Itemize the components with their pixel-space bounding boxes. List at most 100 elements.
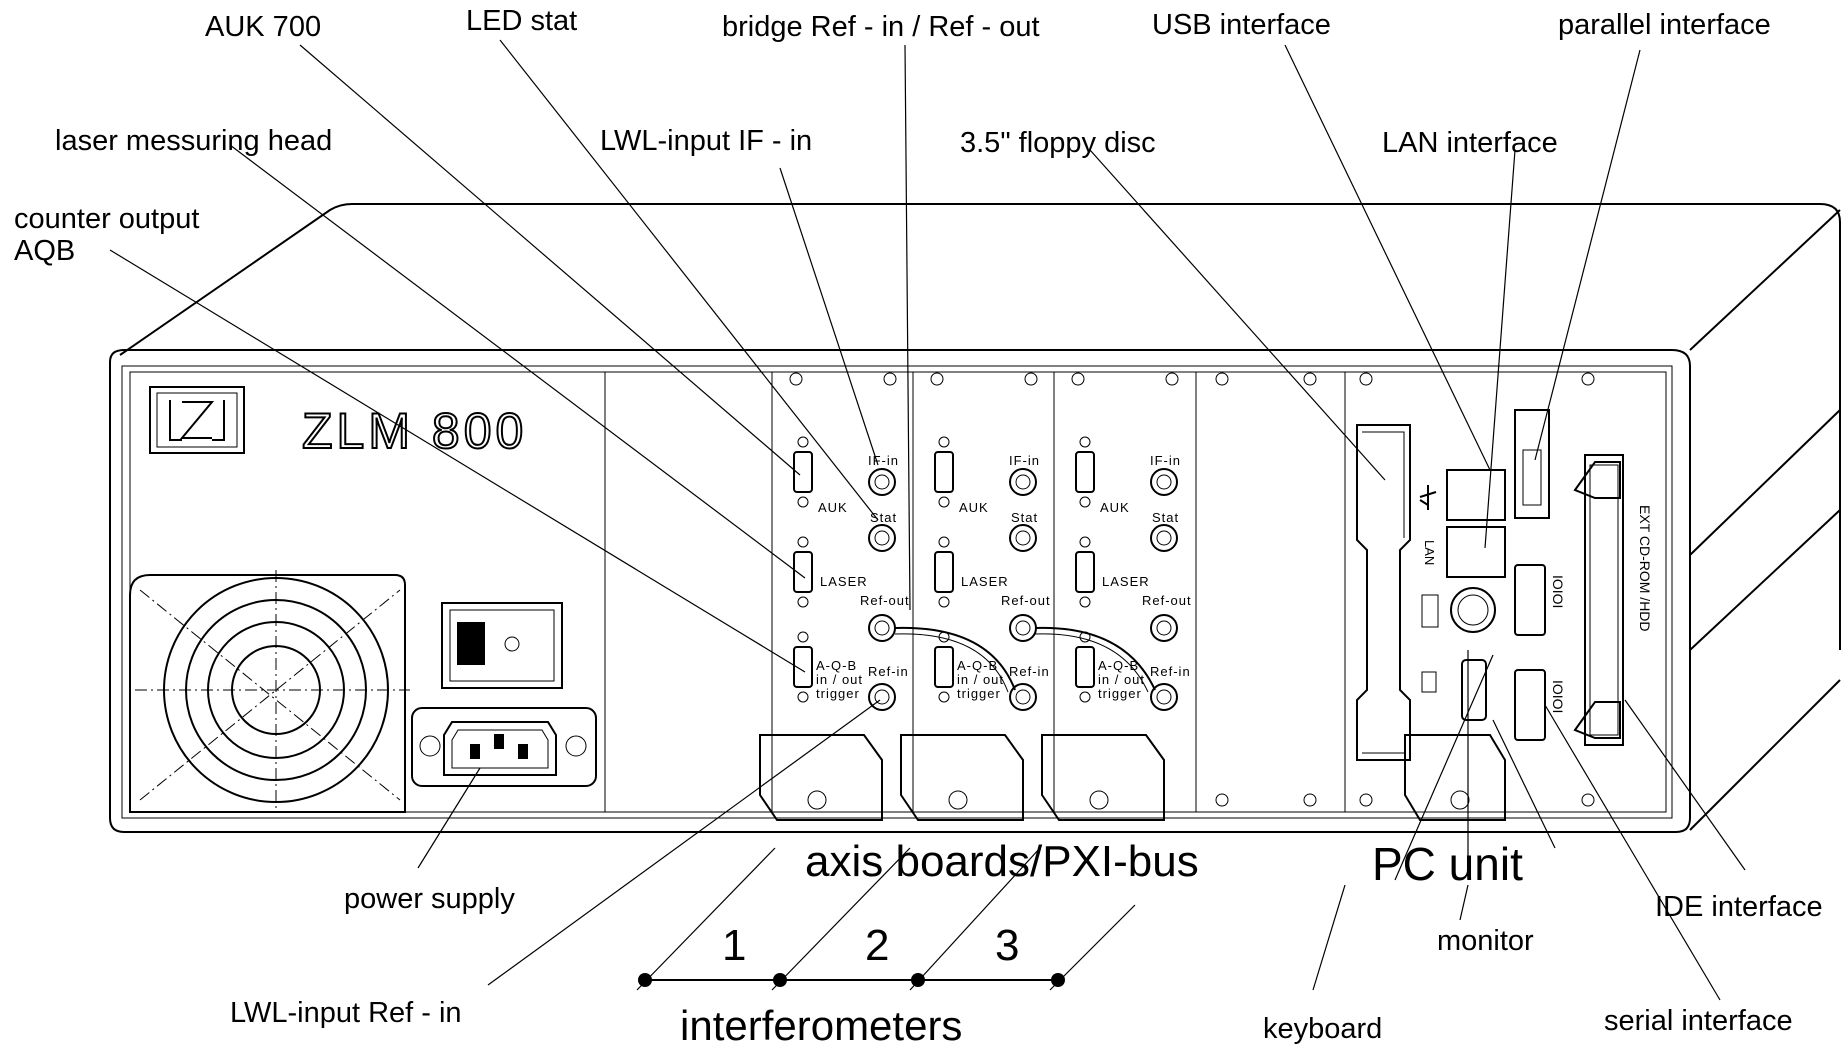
axis-node-1: [638, 973, 652, 987]
fan-icon: [129, 570, 410, 813]
if-in-text: IF-in: [1150, 453, 1181, 468]
keyboard-connector-icon: [1421, 594, 1439, 628]
stat-text: Stat: [1011, 510, 1038, 525]
label-lan-interface: LAN interface: [1382, 127, 1558, 159]
aqb-text: A-Q-B: [957, 658, 998, 673]
label-serial-interface: serial interface: [1604, 1005, 1793, 1037]
pc-handle: [1404, 734, 1506, 821]
label-keyboard: keyboard: [1263, 1013, 1382, 1045]
stat-led: [1150, 524, 1178, 552]
stat-text: Stat: [1152, 510, 1179, 525]
ref-in-text: Ref-in: [1150, 664, 1191, 679]
interferometer-legend: 1 2 3: [636, 847, 1136, 991]
label-pc-unit: PC unit: [1372, 838, 1523, 890]
stat-led: [1009, 524, 1037, 552]
trigger-text: trigger: [957, 686, 1001, 701]
dsub-auk: [934, 451, 954, 493]
usb-icon: [1419, 485, 1437, 510]
lan-port: [1446, 526, 1506, 578]
laser-text: LASER: [820, 574, 868, 589]
in-out-text: in / out: [957, 672, 1004, 687]
dsub-aqb: [1075, 646, 1095, 688]
label-usb-interface: USB interface: [1152, 9, 1331, 41]
in-out-text: in / out: [1098, 672, 1145, 687]
board-handle: [1041, 734, 1165, 821]
power-socket-icon: [411, 707, 597, 787]
if-in-connector: [868, 468, 896, 496]
fiber-bridge-cables: [894, 626, 1156, 693]
ref-in-connector: [868, 683, 896, 711]
serial-port-1: IOIOI: [1514, 564, 1566, 636]
usb-port: [1446, 469, 1506, 521]
ext-drive-text: EXT CD-ROM /HDD: [1637, 505, 1653, 632]
dsub-aqb: [793, 646, 813, 688]
if-in-connector: [1150, 468, 1178, 496]
model-name: ZLM 800: [302, 403, 527, 459]
serial-mark-1: IOIOI: [1550, 575, 1566, 608]
ref-out-connector: [1009, 614, 1037, 642]
ref-in-text: Ref-in: [868, 664, 909, 679]
label-monitor: monitor: [1437, 925, 1534, 957]
trigger-text: trigger: [816, 686, 860, 701]
power-section: ZLM 800: [129, 372, 606, 813]
label-power-supply: power supply: [344, 883, 515, 915]
interferometer-number-1: 1: [722, 921, 746, 970]
auk-text: AUK: [818, 500, 848, 515]
stat-text: Stat: [870, 510, 897, 525]
ide-connector: EXT CD-ROM /HDD: [1573, 454, 1653, 746]
axis-node-3: [911, 973, 925, 987]
trigger-text: trigger: [1098, 686, 1142, 701]
label-floppy: 3.5" floppy disc: [960, 127, 1156, 159]
label-laser-head: laser messuring head: [55, 125, 332, 157]
if-in-connector: [1009, 468, 1037, 496]
floppy-drive: [1356, 424, 1411, 761]
label-axis-boards: axis boards/PXI-bus: [805, 837, 1199, 886]
board-handle: [900, 734, 1024, 821]
dsub-auk: [1075, 451, 1095, 493]
if-in-text: IF-in: [868, 453, 899, 468]
serial-mark-2: IOIOI: [1550, 680, 1566, 713]
aqb-text: A-Q-B: [816, 658, 857, 673]
label-ide-interface: IDE interface: [1655, 891, 1823, 923]
ref-out-connector: [868, 614, 896, 642]
label-lwl-if-in: LWL-input IF - in: [600, 125, 812, 157]
lan-text: LAN: [1422, 540, 1437, 565]
stat-led: [868, 524, 896, 552]
label-auk700: AUK 700: [205, 11, 321, 43]
callout-leader-lines: [109, 39, 1746, 1001]
ref-out-text: Ref-out: [860, 593, 910, 608]
pc-unit: LAN IOIOI IOIOI EXT CD-ROM /HDD: [1356, 372, 1653, 821]
empty-slot: [1215, 372, 1317, 807]
label-parallel-interface: parallel interface: [1558, 9, 1771, 41]
label-lwl-ref-in: LWL-input Ref - in: [230, 997, 462, 1029]
if-in-text: IF-in: [1009, 453, 1040, 468]
power-switch: [441, 602, 563, 689]
label-counter-output-aqb: AQB: [14, 235, 75, 267]
label-led-stat: LED stat: [466, 5, 577, 37]
axis-node-4: [1051, 973, 1065, 987]
axis-node-2: [773, 973, 787, 987]
dsub-laser: [934, 551, 954, 593]
parallel-port: [1514, 409, 1550, 519]
label-interferometers: interferometers: [680, 1002, 962, 1048]
serial-port-2: IOIOI: [1514, 669, 1566, 741]
laser-text: LASER: [1102, 574, 1150, 589]
ref-out-text: Ref-out: [1142, 593, 1192, 608]
in-out-text: in / out: [816, 672, 863, 687]
laser-text: LASER: [961, 574, 1009, 589]
dsub-aqb: [934, 646, 954, 688]
ref-out-text: Ref-out: [1001, 593, 1051, 608]
ref-in-connector: [1009, 683, 1037, 711]
auk-text: AUK: [959, 500, 989, 515]
dsub-auk: [793, 451, 813, 493]
ref-in-connector: [1150, 683, 1178, 711]
board-handle: [759, 734, 883, 821]
callout-labels: AUK 700 LED stat bridge Ref - in / Ref -…: [14, 5, 1823, 1049]
ref-in-text: Ref-in: [1009, 664, 1050, 679]
dsub-laser: [793, 551, 813, 593]
